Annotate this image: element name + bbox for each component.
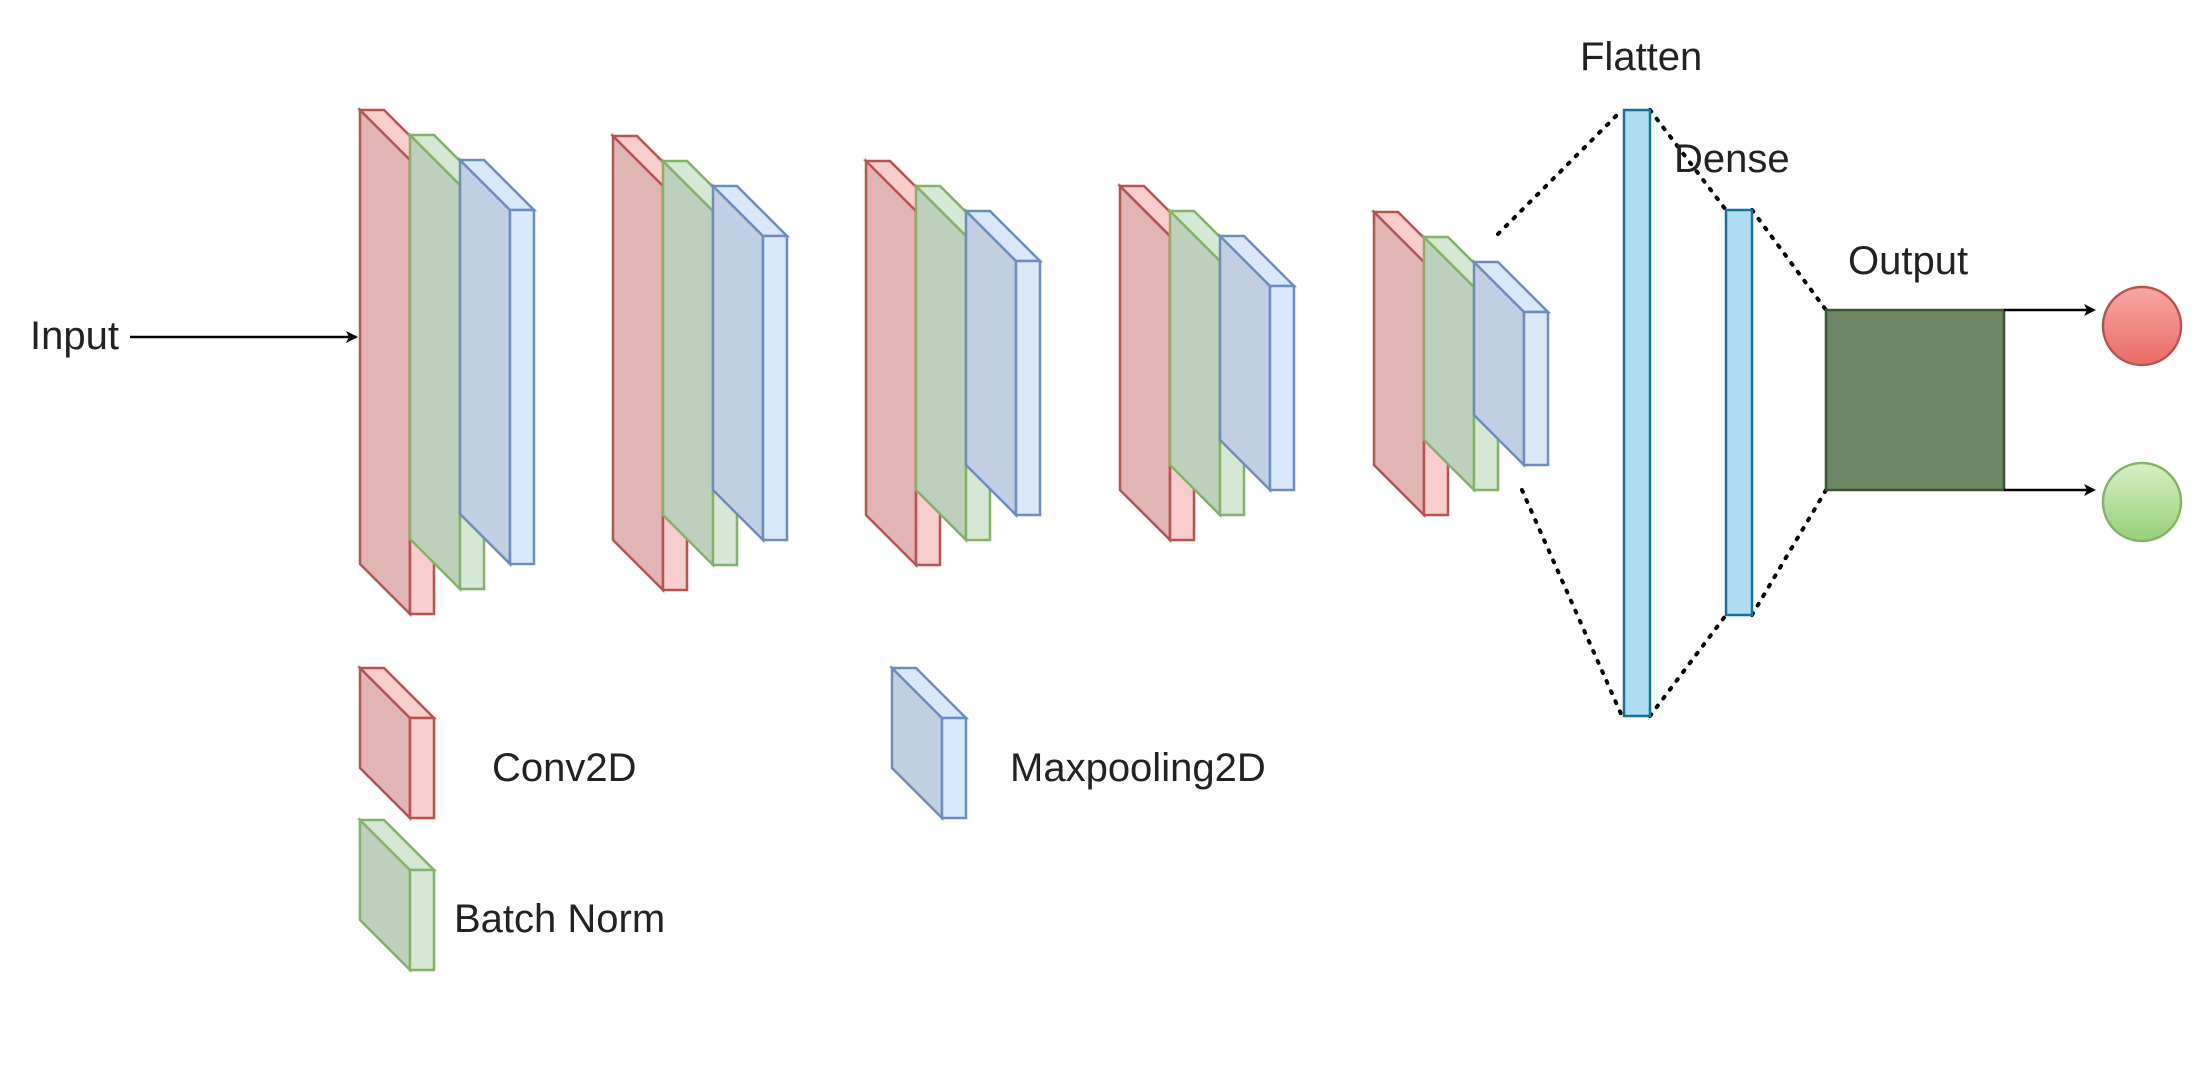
- conv-block-5-maxpool-layer: [1470, 258, 1552, 469]
- dotted-connectors: [1496, 108, 1828, 718]
- conv-block-2-maxpool-layer: [709, 182, 791, 544]
- conv-block-4-maxpool-layer-face: [1268, 284, 1296, 492]
- dense-layer: [1724, 208, 1754, 617]
- conv-block-1-batchnorm-layer-side: [408, 131, 462, 593]
- connector-dense-output-top: [1750, 208, 1828, 312]
- conv-block-4: [1116, 182, 1298, 544]
- input-label: Input: [30, 314, 119, 358]
- conv-block-2-maxpool-layer-side: [711, 182, 765, 544]
- conv-block-2: [609, 132, 791, 594]
- conv-blocks: [356, 106, 1552, 618]
- output-label: Output: [1848, 239, 1968, 283]
- conv-block-1: [356, 106, 538, 618]
- conv-block-3-batchnorm-layer-side: [914, 182, 968, 544]
- conv-block-3: [862, 157, 1044, 569]
- output-node-green: [2101, 461, 2183, 543]
- conv-block-4-conv2d-layer-side: [1118, 182, 1172, 544]
- connector-flatten-dense-top: [1648, 108, 1728, 212]
- legend-maxpool-prism: [888, 664, 970, 822]
- conv-block-2-conv2d-layer-side: [611, 132, 665, 594]
- conv-block-5-conv2d-layer-side: [1372, 208, 1426, 519]
- conv-block-2-maxpool-layer-face: [761, 234, 789, 542]
- conv-block-2-batchnorm-layer-side: [661, 157, 715, 569]
- conv-block-1-maxpool-layer-face: [508, 208, 536, 566]
- conv-block-3-conv2d-layer-side: [864, 157, 918, 569]
- legend-conv-prism: [356, 664, 438, 822]
- legend-conv-prism-face: [408, 716, 436, 820]
- conv-block-5: [1370, 208, 1552, 519]
- output-node-red: [2101, 285, 2183, 367]
- legend-maxpool-label: Maxpooling2D: [1010, 746, 1266, 790]
- conv-block-1-conv2d-layer-side: [358, 106, 412, 618]
- output-layer: [1824, 308, 2006, 492]
- connector-block5-flatten-top: [1496, 108, 1624, 236]
- conv-block-4-maxpool-layer: [1216, 232, 1298, 494]
- legend: [356, 664, 970, 974]
- legend-conv-label: Conv2D: [492, 746, 637, 790]
- connector-block5-flatten-bottom: [1520, 488, 1624, 718]
- connector-flatten-dense-bottom: [1648, 613, 1728, 718]
- flatten-label: Flatten: [1580, 35, 1702, 79]
- dense-label: Dense: [1674, 137, 1790, 181]
- connector-dense-output-bottom: [1750, 488, 1828, 617]
- conv-block-3-maxpool-layer-face: [1014, 259, 1042, 517]
- conv-block-3-maxpool-layer-side: [964, 207, 1018, 519]
- legend-batchnorm-label: Batch Norm: [454, 897, 665, 941]
- conv-block-1-maxpool-layer-side: [458, 156, 512, 568]
- conv-block-4-batchnorm-layer-side: [1168, 207, 1222, 519]
- conv-block-1-maxpool-layer: [456, 156, 538, 568]
- conv-block-3-maxpool-layer: [962, 207, 1044, 519]
- flatten-layer: [1622, 108, 1652, 718]
- legend-batchnorm-prism-face: [408, 868, 436, 972]
- legend-maxpool-prism-face: [940, 716, 968, 820]
- conv-block-5-maxpool-layer-face: [1522, 310, 1550, 467]
- legend-batchnorm-prism: [356, 816, 438, 974]
